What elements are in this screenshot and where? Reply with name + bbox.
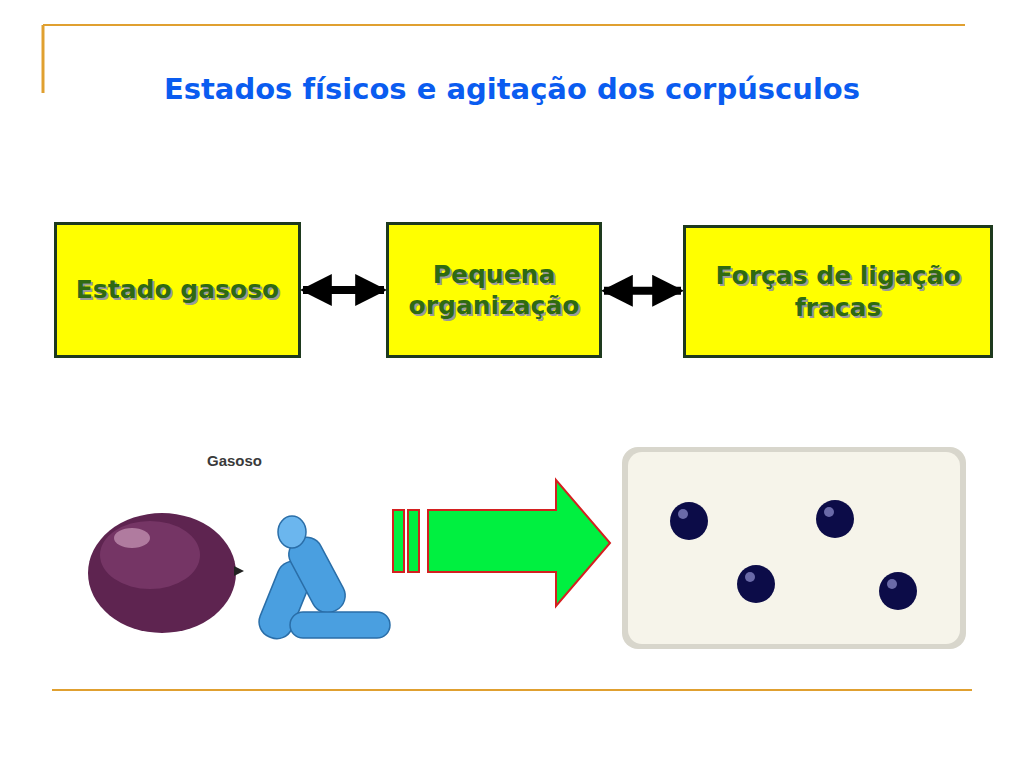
rule-line: [52, 689, 972, 691]
box-text: Pequena organização: [395, 259, 593, 322]
rule-line: [42, 25, 45, 93]
concept-box: Forças de ligação fracas: [683, 225, 993, 358]
purple-balloon: [88, 513, 244, 633]
rule-line: [43, 24, 965, 26]
box-text: Forças de ligação fracas: [692, 260, 984, 323]
plate-photo: [622, 447, 966, 649]
picture-caption: Gasoso: [207, 452, 262, 469]
concept-box: Estado gasoso: [54, 222, 301, 358]
green-arrow: [393, 480, 610, 606]
blue-balloon-figure: [254, 516, 390, 643]
double-arrow: [303, 286, 384, 294]
box-text: Estado gasoso: [76, 274, 279, 305]
double-arrow: [604, 287, 681, 295]
slide-title: Estados físicos e agitação dos corpúscul…: [0, 72, 1024, 106]
concept-box: Pequena organização: [386, 222, 602, 358]
